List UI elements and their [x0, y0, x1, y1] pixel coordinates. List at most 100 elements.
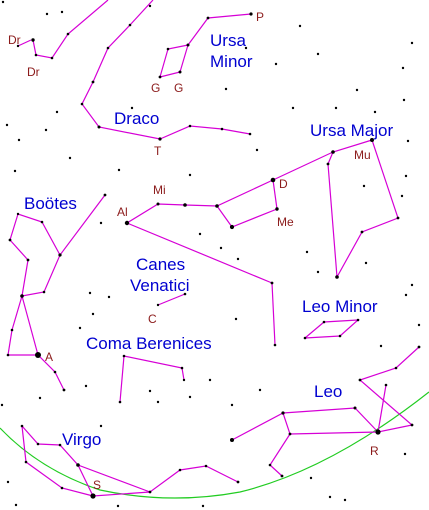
star: [158, 75, 162, 79]
star-label-r: R: [370, 444, 379, 458]
star: [20, 424, 24, 428]
star: [148, 389, 152, 393]
star: [375, 429, 381, 435]
star: [90, 493, 96, 499]
star: [343, 498, 347, 502]
star: [274, 62, 278, 66]
star: [84, 384, 88, 388]
star: [26, 258, 30, 262]
star: [178, 70, 182, 74]
star: [117, 168, 121, 172]
bootes-figure-spine: [21, 295, 39, 356]
star: [58, 253, 62, 257]
star: [44, 128, 48, 132]
star: [288, 432, 292, 436]
star: [31, 38, 35, 42]
star-label-dr-2: Dr: [27, 65, 40, 79]
star: [204, 464, 208, 468]
star: [156, 400, 160, 404]
star: [358, 378, 362, 382]
star: [360, 230, 364, 234]
star: [316, 52, 320, 56]
coma-berenices-figure: [119, 355, 185, 403]
label-ursa-minor-line-1: Ursa: [210, 31, 246, 50]
star: [334, 106, 338, 110]
star: [401, 66, 405, 70]
star: [24, 460, 28, 464]
star: [99, 221, 103, 225]
star: [118, 400, 122, 404]
draco-figure-body: [81, 0, 251, 140]
star: [97, 125, 101, 129]
label-leo: Leo: [314, 382, 342, 401]
star: [206, 16, 210, 20]
label-canes-venatici-line-2: Venatici: [130, 276, 190, 295]
star: [40, 220, 44, 224]
star: [248, 132, 252, 136]
star: [16, 212, 20, 216]
star: [53, 370, 57, 374]
star-label-d: D: [279, 177, 288, 191]
star-label-g-2: G: [174, 81, 183, 95]
star: [198, 232, 202, 236]
constellation-labels: Ursa Minor Draco Ursa Major Boötes Canes…: [24, 31, 393, 449]
star: [60, 486, 64, 490]
star: [99, 424, 103, 428]
label-bootes: Boötes: [24, 194, 77, 213]
star: [107, 295, 111, 299]
star: [128, 23, 132, 27]
star: [45, 12, 49, 16]
star: [396, 216, 400, 220]
leo-figure-hind: [269, 412, 291, 477]
star: [5, 123, 9, 127]
star-label-p: P: [256, 10, 264, 24]
ursa-major-figure-legs: [327, 139, 399, 280]
star: [220, 127, 224, 131]
star: [394, 366, 398, 370]
star: [88, 291, 92, 295]
star-label-c: C: [148, 312, 157, 326]
star: [183, 203, 187, 207]
label-draco: Draco: [114, 109, 159, 128]
star: [91, 80, 95, 84]
star: [384, 383, 388, 387]
star: [106, 46, 110, 50]
star: [236, 480, 240, 484]
star-label-s: S: [93, 478, 101, 492]
star: [417, 345, 421, 349]
star: [103, 193, 107, 197]
star: [8, 238, 12, 242]
star: [180, 366, 184, 370]
star: [55, 110, 59, 114]
star: [36, 442, 40, 446]
star: [122, 354, 126, 358]
star-label-a: A: [45, 350, 53, 364]
star: [273, 343, 277, 347]
star: [219, 246, 223, 250]
star: [201, 504, 205, 508]
horizon-line: [0, 391, 429, 499]
star: [1, 0, 5, 4]
star: [417, 323, 421, 327]
star: [156, 303, 160, 307]
star: [379, 344, 383, 348]
star: [326, 162, 330, 166]
star: [234, 317, 238, 321]
star: [364, 261, 368, 265]
star: [338, 334, 342, 338]
star: [116, 504, 120, 508]
star: [66, 32, 70, 36]
star: [400, 194, 404, 198]
star: [281, 411, 285, 415]
star: [80, 102, 84, 106]
star: [236, 257, 240, 261]
star: [34, 53, 38, 57]
star: [373, 110, 377, 114]
star: [335, 275, 339, 279]
star: [244, 46, 248, 50]
label-ursa-major: Ursa Major: [310, 121, 393, 140]
bootes-figure-lower: [7, 295, 65, 391]
star-label-mu: Mu: [354, 148, 371, 162]
star: [76, 463, 80, 467]
